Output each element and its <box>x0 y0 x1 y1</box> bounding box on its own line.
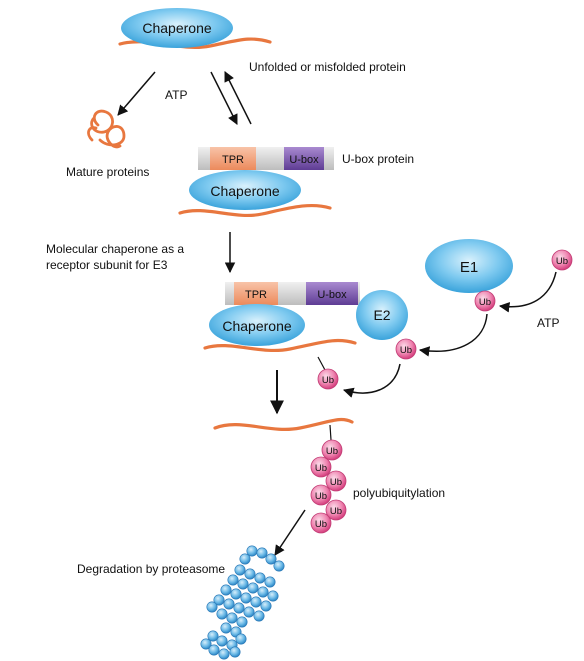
ubiquitin-on-e1-label: Ub <box>479 297 491 308</box>
ubiquitin-on-e1 <box>474 290 496 312</box>
tpr-domain-top <box>210 147 256 170</box>
e1-enzyme <box>425 239 513 293</box>
poly-ub-3 <box>325 470 347 492</box>
ubiquitin-on-e2 <box>395 338 417 360</box>
mature-protein-icon <box>87 109 126 149</box>
poly-ub-5-label: Ub <box>330 506 342 517</box>
unfolded-protein-label: Unfolded or misfolded protein <box>249 60 406 74</box>
ubox-label-e3: U-box <box>317 289 347 301</box>
arrow-ub-to-e1 <box>498 271 557 313</box>
chaperone-top-label: Chaperone <box>142 20 211 36</box>
receptor-label-line2: receptor subunit for E3 <box>46 258 168 272</box>
ubiquitin-on-substrate-label: Ub <box>322 375 334 386</box>
poly-ub-6-label: Ub <box>315 519 327 530</box>
poly-ub-4 <box>310 484 332 506</box>
poly-ub-2 <box>310 456 332 478</box>
e2-enzyme <box>356 290 408 340</box>
poly-ub-4-label: Ub <box>315 491 327 502</box>
polyubiquitylation-label: polyubiquitylation <box>353 486 445 500</box>
mature-proteins-label: Mature proteins <box>66 165 149 179</box>
ubox-domain-top <box>284 147 324 170</box>
poly-ub-3-label: Ub <box>330 477 342 488</box>
protein-strand-middle <box>178 203 332 218</box>
poly-ub-1-label: Ub <box>326 446 338 457</box>
arrow-up-from-ubox <box>224 71 252 125</box>
tpr-label-top: TPR <box>222 154 244 166</box>
chaperone-top <box>121 8 233 48</box>
poly-ub-1 <box>321 439 343 461</box>
ubiquitin-free-label: Ub <box>556 256 568 267</box>
protein-strand-e3 <box>203 338 357 353</box>
proteasome-icon <box>200 545 285 660</box>
ubiquitin-on-e2-label: Ub <box>400 345 412 356</box>
ubox-domain-e3 <box>306 282 358 305</box>
poly-ub-2-label: Ub <box>315 463 327 474</box>
poly-ub-5 <box>325 499 347 521</box>
ubox-protein-label: U-box protein <box>342 152 414 166</box>
ubox-label-top: U-box <box>289 154 319 166</box>
arrow-e1-to-e2 <box>418 313 488 357</box>
chaperone-e3-label: Chaperone <box>222 318 291 334</box>
ub-link-substrate <box>317 356 326 371</box>
e1-label: E1 <box>460 259 478 276</box>
arrow-to-proteasome <box>274 509 306 556</box>
ubox-protein-bar-e3 <box>225 282 360 305</box>
ubiquitin-free <box>551 249 573 271</box>
arrow-to-mature <box>117 71 156 116</box>
receptor-label-line1: Molecular chaperone as a <box>46 242 184 256</box>
chaperone-e3 <box>209 304 305 346</box>
ubiquitin-on-substrate <box>317 368 339 390</box>
arrow-e2-to-substrate <box>342 363 401 398</box>
ubox-protein-bar-top <box>198 147 334 170</box>
tpr-domain-e3 <box>234 282 278 305</box>
atp-e1-label: ATP <box>537 316 559 330</box>
arrow-down-to-ubox <box>210 71 238 125</box>
chaperone-middle <box>189 170 301 210</box>
poly-ub-link <box>329 424 332 441</box>
polyubiquitin-chain: Ub Ub Ub Ub Ub Ub <box>310 439 347 534</box>
degradation-label: Degradation by proteasome <box>77 562 225 576</box>
e2-label: E2 <box>373 307 390 323</box>
atp-fold-label: ATP <box>165 88 187 102</box>
tpr-label-e3: TPR <box>245 289 267 301</box>
chaperone-middle-label: Chaperone <box>210 183 279 199</box>
poly-ub-6 <box>310 512 332 534</box>
protein-strand-ubiquitylated <box>213 417 354 431</box>
